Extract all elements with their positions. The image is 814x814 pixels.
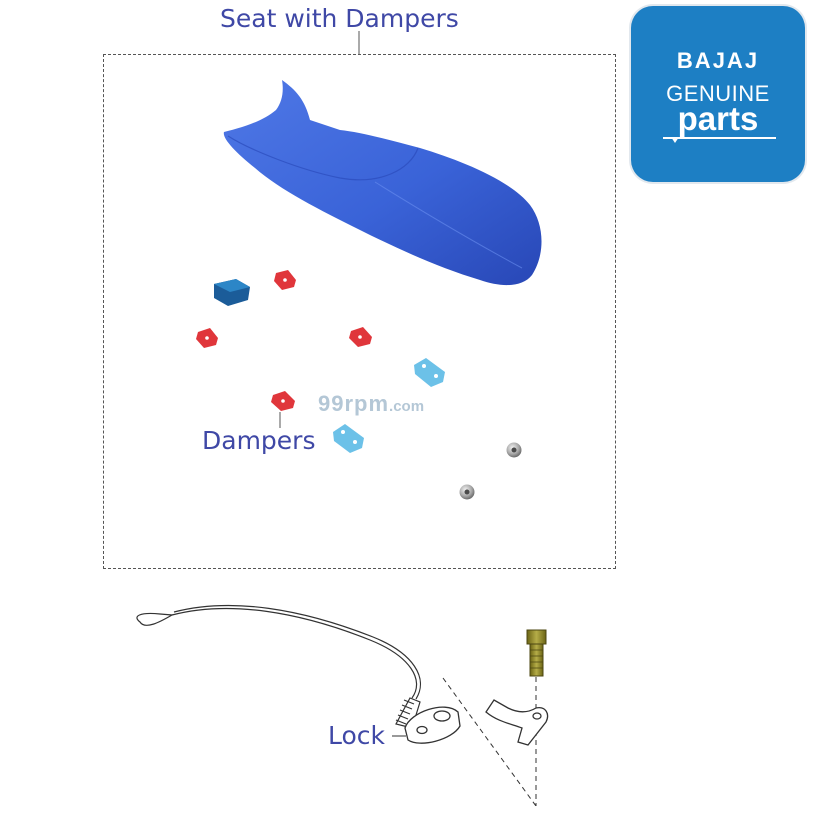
damper-red-2 xyxy=(196,328,218,348)
damper-light-blue-1 xyxy=(414,358,445,387)
lock-callout: Lock xyxy=(328,721,386,750)
damper-red-4 xyxy=(271,391,295,411)
damper-red-3 xyxy=(349,327,372,347)
logo-tick-icon xyxy=(671,137,679,143)
damper-red-1 xyxy=(274,270,296,290)
lock-body xyxy=(404,706,461,744)
dampers-callout: Dampers xyxy=(202,426,316,455)
watermark: 99rpm.com xyxy=(318,393,424,415)
mounting-bolt xyxy=(526,629,547,677)
lock-cable xyxy=(136,604,421,700)
logo-brand: BAJAJ xyxy=(676,48,760,73)
damper-dark-blue xyxy=(214,279,250,306)
damper-light-blue-2 xyxy=(333,424,364,453)
lock-bracket xyxy=(485,699,549,746)
logo-line2: parts xyxy=(677,100,759,137)
logo-underline xyxy=(663,137,776,139)
bajaj-genuine-parts-logo: BAJAJ GENUINE parts xyxy=(631,6,805,182)
logo-line1: GENUINE xyxy=(666,81,770,106)
seat-part xyxy=(223,80,542,286)
seat-group-boundary xyxy=(103,54,616,569)
watermark-tld: .com xyxy=(389,398,425,415)
diagram-title: Seat with Dampers xyxy=(220,4,459,33)
watermark-main: 99rpm xyxy=(318,391,390,416)
